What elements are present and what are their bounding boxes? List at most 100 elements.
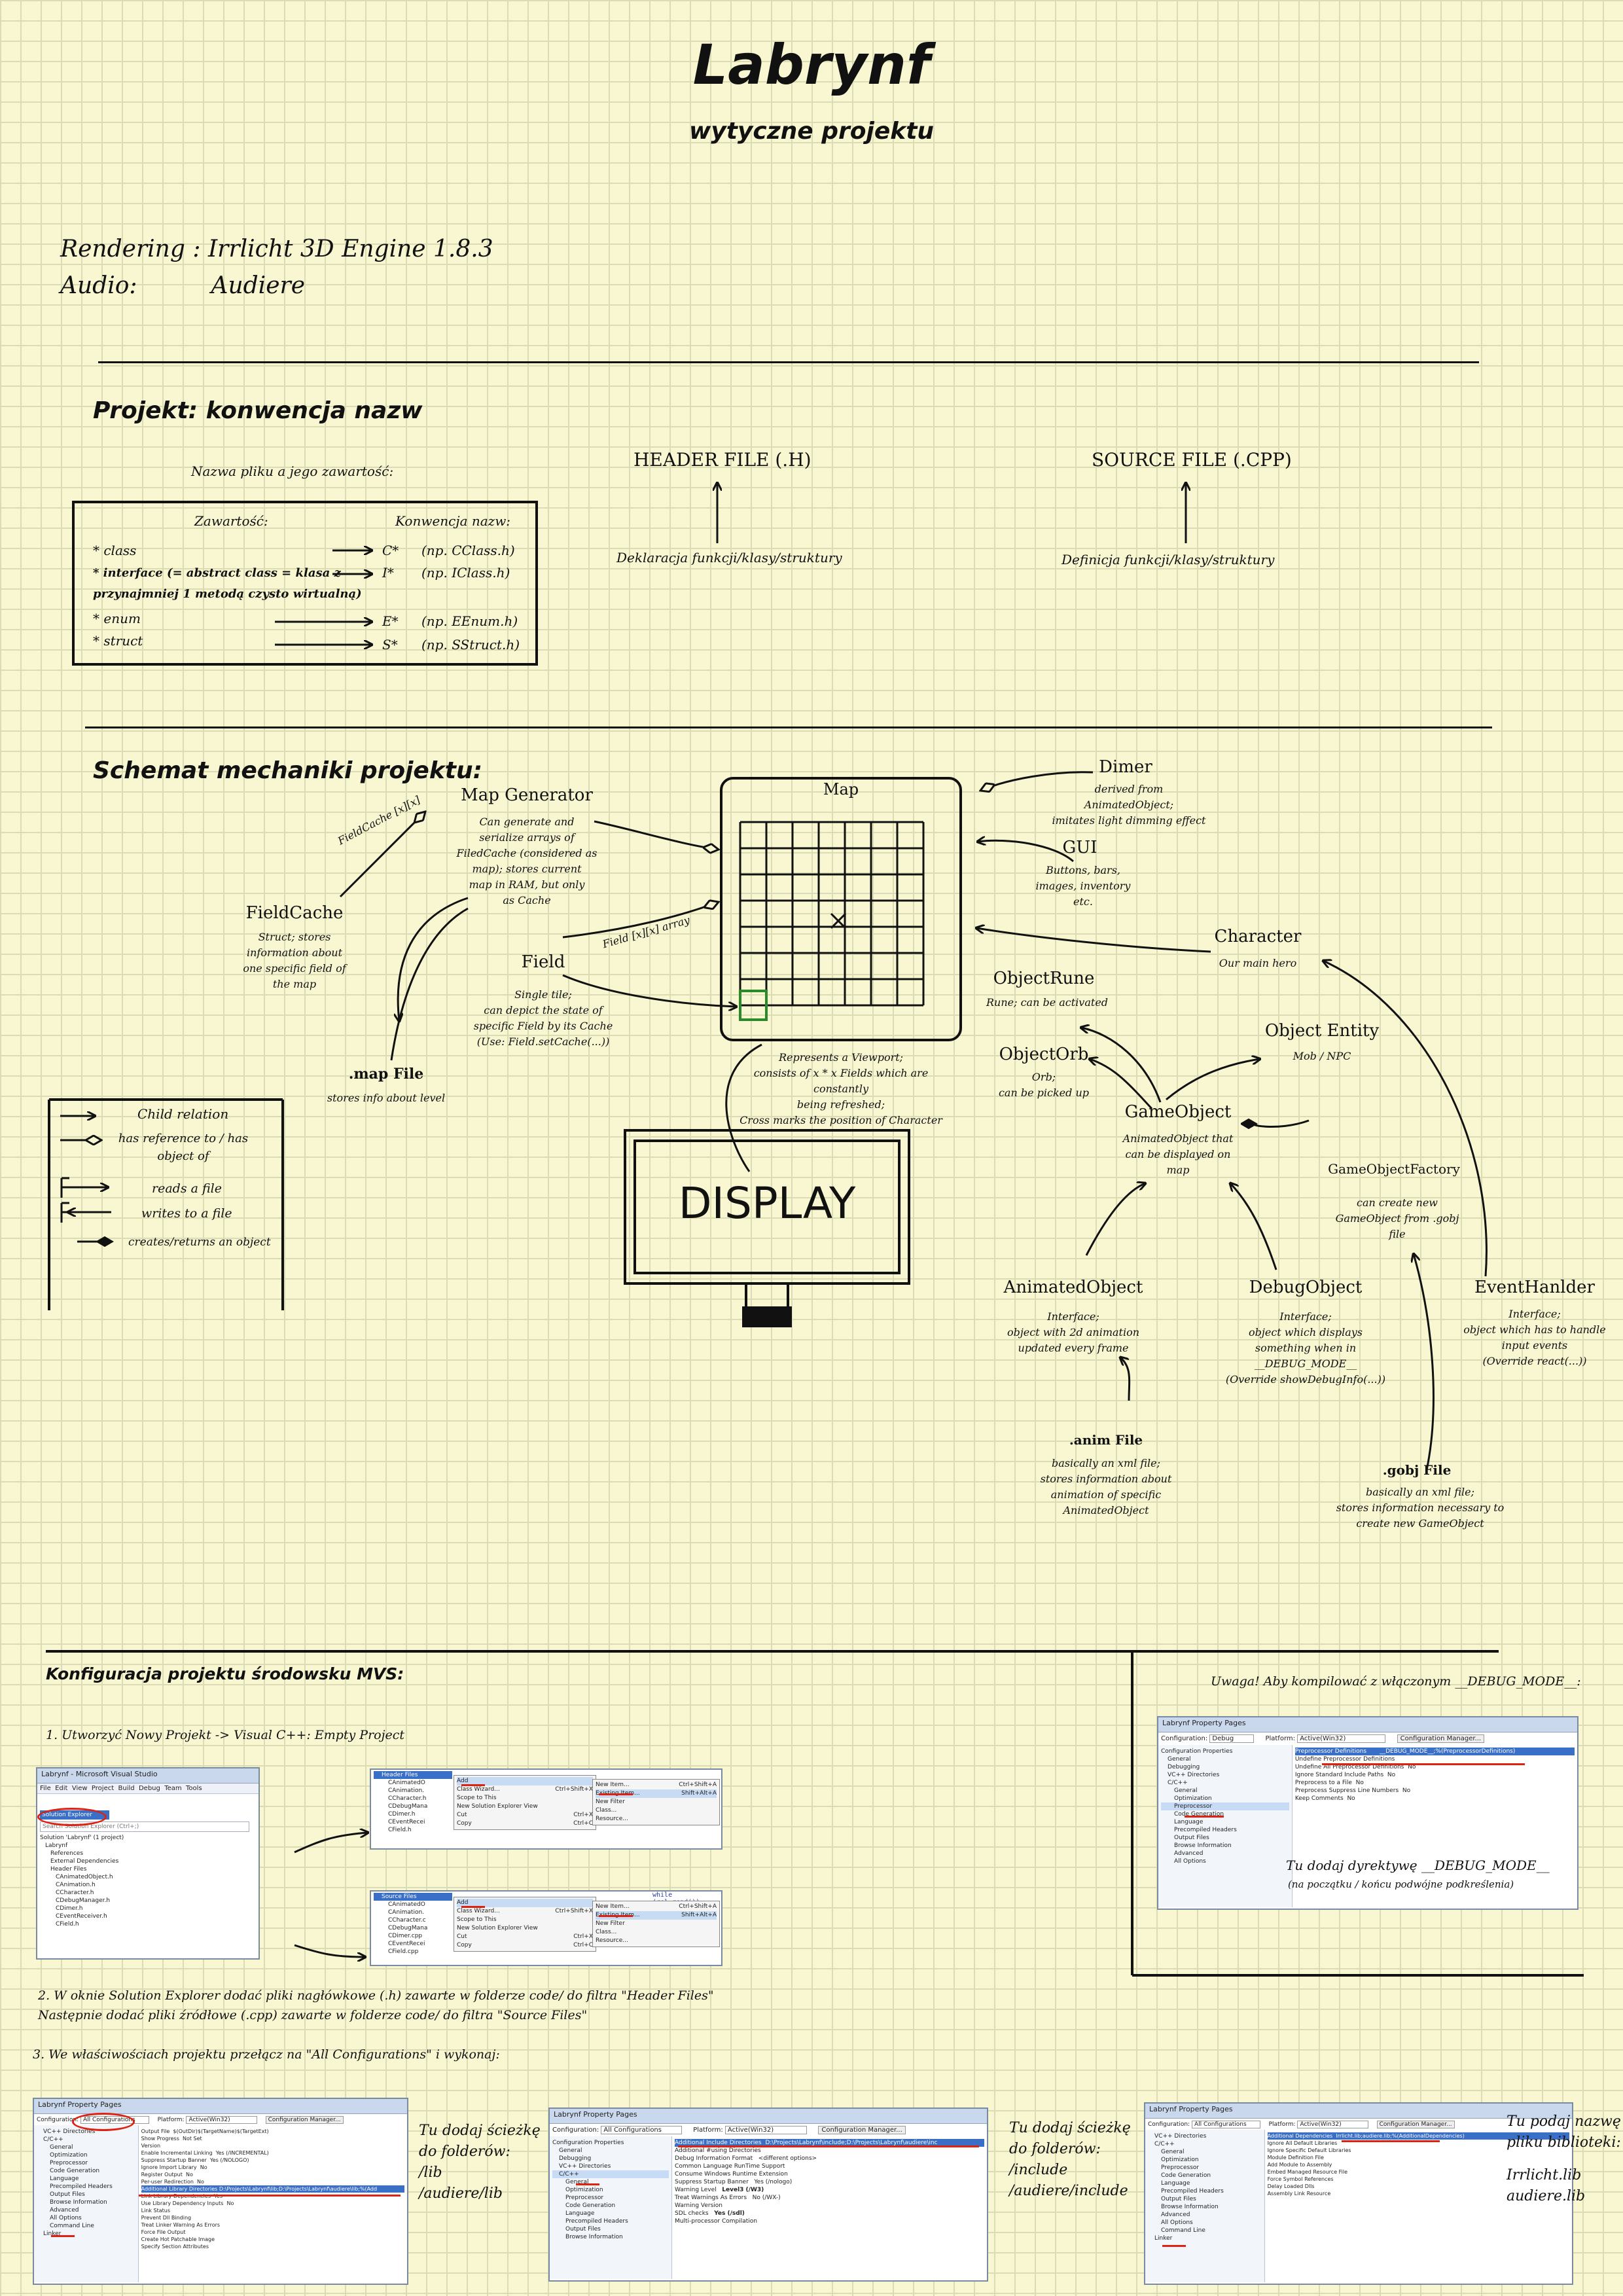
- prop-row[interactable]: Link Status: [141, 2207, 404, 2214]
- tree-item[interactable]: Code Generation: [50, 2168, 100, 2174]
- tree-item[interactable]: Preprocessor: [565, 2195, 604, 2201]
- tree-item[interactable]: CCharacter.h: [56, 1890, 94, 1896]
- tree-item[interactable]: CCharacter.h: [388, 1795, 427, 1802]
- prop-row[interactable]: Warning Version: [675, 2202, 984, 2210]
- tree-item[interactable]: C/C++: [552, 2170, 669, 2178]
- menu-edit[interactable]: Edit: [55, 1785, 68, 1792]
- prop-row[interactable]: Consume Windows Runtime Extension: [675, 2170, 984, 2178]
- tree-item[interactable]: General: [50, 2144, 73, 2151]
- submenu-new-item[interactable]: New Item...Ctrl+Shift+A: [596, 1903, 717, 1911]
- tree-item[interactable]: Preprocessor: [50, 2160, 88, 2166]
- tree-item[interactable]: Precompiled Headers: [565, 2218, 628, 2225]
- tree-item[interactable]: CEventReceiver.h: [56, 1913, 107, 1920]
- menu-view[interactable]: View: [71, 1785, 88, 1792]
- config-select[interactable]: All Configurations: [601, 2126, 682, 2134]
- tree-item[interactable]: CAnimatedO: [388, 1780, 425, 1786]
- prop-row[interactable]: Ignore Standard Include Paths No: [1295, 1771, 1575, 1779]
- tree-item[interactable]: CEventRecei: [388, 1819, 425, 1825]
- tree-item[interactable]: Command Line: [1161, 2227, 1205, 2234]
- tree-item[interactable]: CField.cpp: [388, 1948, 419, 1955]
- tree-item[interactable]: CDimer.h: [388, 1811, 416, 1818]
- tree-item[interactable]: Optimization: [1161, 2157, 1199, 2163]
- tree-item[interactable]: Precompiled Headers: [1174, 1827, 1237, 1833]
- tree-item[interactable]: Browse Information: [50, 2199, 107, 2206]
- tree-item[interactable]: Advanced: [1161, 2212, 1190, 2218]
- prop-row[interactable]: Per-user Redirection No: [141, 2178, 404, 2185]
- tree-item[interactable]: Optimization: [565, 2187, 603, 2193]
- prop-row[interactable]: Assembly Link Resource: [1268, 2190, 1569, 2197]
- tree-item[interactable]: Output Files: [1161, 2196, 1196, 2202]
- prop-row[interactable]: Undefine All Preprocessor Definitions No: [1295, 1763, 1575, 1771]
- tree-item[interactable]: Preprocessor: [1161, 2164, 1200, 2171]
- prop-row[interactable]: Common Language RunTime Support: [675, 2162, 984, 2170]
- tree-item[interactable]: VC++ Directories: [43, 2128, 96, 2135]
- prop-row[interactable]: Keep Comments No: [1295, 1795, 1575, 1803]
- tree-item[interactable]: CAnimation.: [388, 1909, 425, 1916]
- platform-select[interactable]: Active(Win32): [1297, 2121, 1368, 2128]
- tree-item[interactable]: General: [1174, 1787, 1198, 1794]
- tree-item[interactable]: C/C++: [1154, 2141, 1175, 2147]
- tree-item[interactable]: CAnimation.h: [56, 1882, 96, 1888]
- prop-row[interactable]: Force Symbol References: [1268, 2176, 1569, 2183]
- tree-item[interactable]: All Options: [50, 2215, 82, 2221]
- prop-row[interactable]: Prevent Dll Binding: [141, 2214, 404, 2221]
- menu-tools[interactable]: Tools: [186, 1785, 202, 1792]
- prop-row[interactable]: Version: [141, 2142, 404, 2149]
- tree-item[interactable]: Code Generation: [565, 2202, 616, 2209]
- submenu-class[interactable]: Class...: [596, 1807, 617, 1814]
- tree-item[interactable]: Command Line: [50, 2223, 94, 2229]
- tree-item[interactable]: Advanced: [1174, 1850, 1204, 1857]
- tree-item[interactable]: General: [559, 2147, 582, 2154]
- prop-row[interactable]: Force File Output: [141, 2229, 404, 2236]
- tree-item[interactable]: Browse Information: [1174, 1842, 1232, 1849]
- source-filter-item[interactable]: Source Files: [374, 1893, 452, 1901]
- menu-item-new-view[interactable]: New Solution Explorer View: [457, 1803, 538, 1810]
- tree-item[interactable]: CField.h: [388, 1827, 412, 1833]
- tree-item[interactable]: All Options: [1161, 2219, 1193, 2226]
- tree-item[interactable]: C/C++: [43, 2136, 63, 2143]
- tree-item[interactable]: Code Generation: [1174, 1811, 1224, 1818]
- tree-item[interactable]: Linker: [1154, 2235, 1173, 2242]
- menu-build[interactable]: Build: [118, 1785, 135, 1792]
- tree-item[interactable]: VC++ Directories: [1168, 1772, 1220, 1778]
- prop-row[interactable]: Treat Warnings As Errors No (/WX-): [675, 2194, 984, 2202]
- prop-row[interactable]: Additional #using Directories: [675, 2147, 984, 2155]
- tree-item[interactable]: Output Files: [50, 2191, 85, 2198]
- tree-item[interactable]: CField.h: [56, 1921, 79, 1928]
- submenu-class[interactable]: Class...: [596, 1929, 617, 1935]
- tree-item[interactable]: General: [1168, 1756, 1191, 1763]
- tree-item[interactable]: CDebugManager.h: [56, 1897, 111, 1904]
- tree-item[interactable]: CDebugMana: [388, 1925, 428, 1931]
- prop-row[interactable]: Ignore All Default Libraries: [1268, 2140, 1569, 2147]
- menu-team[interactable]: Team: [164, 1785, 182, 1792]
- tree-item[interactable]: Optimization: [50, 2152, 88, 2159]
- tree-item[interactable]: Language: [1174, 1819, 1204, 1825]
- tree-item[interactable]: Output Files: [565, 2226, 601, 2233]
- tree-item[interactable]: Code Generation: [1161, 2172, 1211, 2179]
- prop-row[interactable]: Debug Information Format <different opti…: [675, 2155, 984, 2162]
- tree-item[interactable]: Browse Information: [565, 2234, 623, 2240]
- tree-item[interactable]: VC++ Directories: [1154, 2133, 1207, 2140]
- tree-item[interactable]: Preprocessor: [1161, 1803, 1289, 1810]
- prop-row[interactable]: Ignore Import Library No: [141, 2164, 404, 2171]
- submenu-resource[interactable]: Resource...: [596, 1816, 628, 1822]
- tree-item[interactable]: Precompiled Headers: [50, 2183, 113, 2190]
- tree-item[interactable]: Linker: [43, 2231, 62, 2237]
- tree-item[interactable]: Browse Information: [1161, 2204, 1219, 2210]
- platform-select[interactable]: Active(Win32): [724, 2126, 808, 2134]
- prop-row[interactable]: Enable Incremental Linking Yes (/INCREME…: [141, 2149, 404, 2157]
- tree-item[interactable]: Labrynf: [45, 1842, 68, 1849]
- config-select[interactable]: All Configurations: [1191, 2121, 1260, 2128]
- submenu-resource[interactable]: Resource...: [596, 1937, 628, 1944]
- tree-item[interactable]: Precompiled Headers: [1161, 2188, 1224, 2195]
- prop-row[interactable]: Create Hot Patchable Image: [141, 2236, 404, 2243]
- tree-item[interactable]: References: [50, 1850, 84, 1857]
- tree-item[interactable]: External Dependencies: [50, 1858, 119, 1865]
- tree-item[interactable]: Language: [565, 2210, 595, 2217]
- menu-item-add[interactable]: Add: [457, 1899, 593, 1907]
- menu-item-scope[interactable]: Scope to This: [457, 1916, 497, 1923]
- config-manager-button[interactable]: Configuration Manager...: [265, 2116, 344, 2124]
